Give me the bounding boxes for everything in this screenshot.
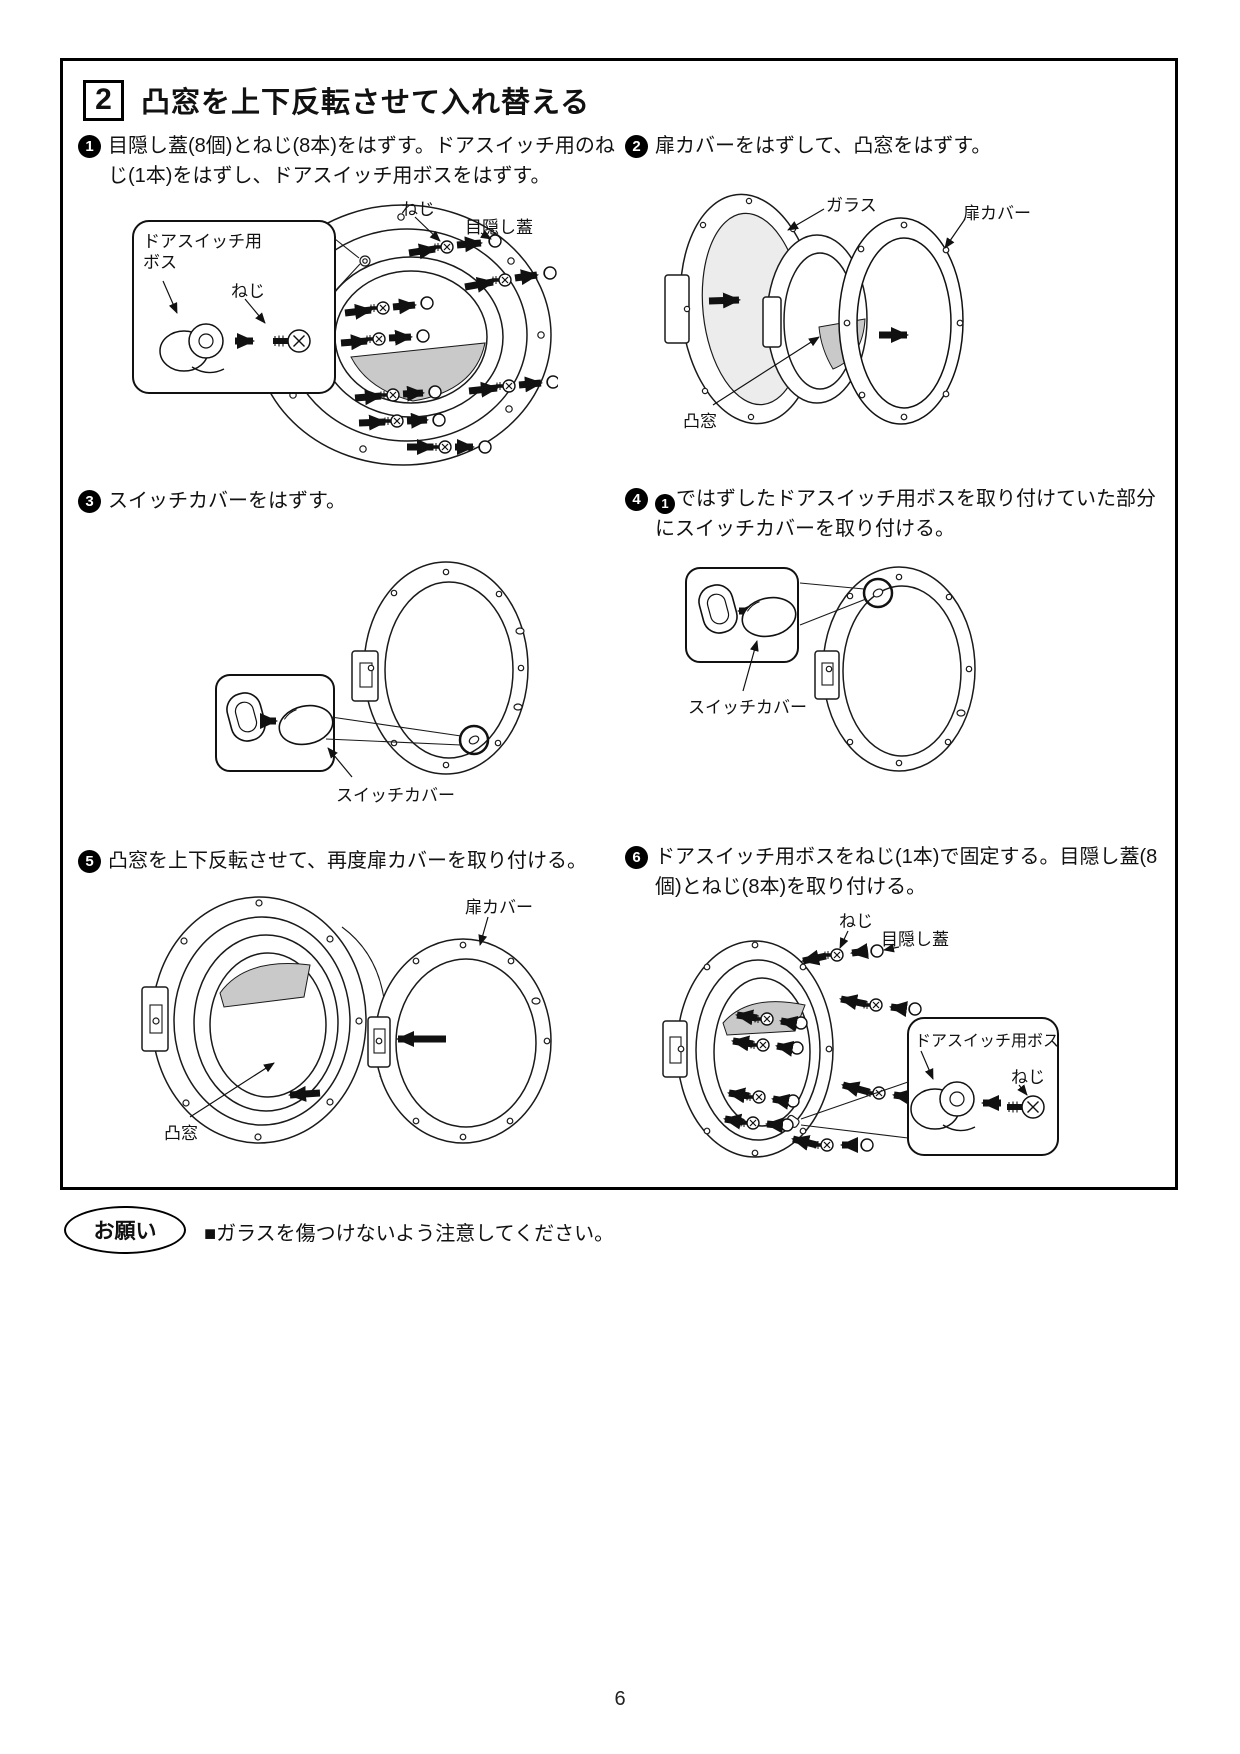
step-6-text: ドアスイッチ用ボスをねじ(1本)で固定する。目隠し蓋(8個)とねじ(8本)を取り…	[655, 846, 1158, 898]
switch-cover-inset-box	[685, 567, 801, 663]
window-flip-illustration	[141, 896, 552, 1144]
label-screw-inset: ねじ	[1011, 1068, 1045, 1087]
step-2-text: 扉カバーをはずして、凸窓をはずす。	[655, 135, 992, 157]
door-cover-ring	[367, 938, 552, 1144]
step-1: 1 目隠し蓋(8個)とねじ(8本)をはずす。ドアスイッチ用のねじ(1本)をはずし…	[78, 131, 615, 191]
door-cover-removal-illustration	[664, 193, 966, 425]
label-door-cover: 扉カバー	[465, 898, 533, 917]
note-text: ■ガラスを傷つけないよう注意してください。	[204, 1223, 615, 1245]
door-cover-ring	[814, 566, 976, 772]
label-switch-cover: スイッチカバー	[336, 786, 455, 805]
boss-inset-box	[907, 1017, 1059, 1156]
step-6: 6 ドアスイッチ用ボスをねじ(1本)で固定する。目隠し蓋(8個)とねじ(8本)を…	[625, 842, 1170, 902]
switch-cover-location-circle	[862, 577, 894, 609]
instruction-section-box: 2 凸窓を上下反転させて入れ替える 1 目隠し蓋(8個)とねじ(8本)をはずす。…	[60, 58, 1178, 1190]
door-cover-ring	[838, 217, 964, 425]
label-screw-top: ねじ	[401, 200, 435, 219]
label-screw-inset: ねじ	[231, 282, 265, 301]
step2-diagram: ガラス 扉カバー 凸窓	[621, 185, 1081, 455]
label-blind-cap: 目隠し蓋	[465, 218, 533, 237]
label-glass: ガラス	[826, 196, 877, 215]
step-5: 5 凸窓を上下反転させて、再度扉カバーを取り付ける。	[78, 846, 618, 876]
step-2: 2 扉カバーをはずして、凸窓をはずす。	[625, 131, 1170, 161]
switch-cover-install-illustration	[685, 566, 976, 772]
page-number: 6	[614, 1688, 626, 1710]
screw-install-arrows	[723, 943, 925, 1153]
switch-cover-inset-box	[215, 674, 338, 772]
label-door-switch-boss: ドアスイッチ用ボス	[915, 1033, 1060, 1050]
note-badge: お願い	[64, 1206, 186, 1254]
door-body-with-window	[141, 896, 367, 1144]
step-3-marker: 3	[78, 490, 101, 513]
step-1-marker: 1	[78, 135, 101, 158]
step-3: 3 スイッチカバーをはずす。	[78, 486, 615, 516]
label-switch-cover: スイッチカバー	[688, 698, 807, 717]
door-ring-removal-illustration	[132, 204, 558, 466]
step-4-marker: 4	[625, 488, 648, 511]
boss-inset-box	[132, 220, 361, 394]
door-cover-ring	[351, 561, 529, 775]
step-3-text: スイッチカバーをはずす。	[108, 490, 346, 512]
step-4-ref-marker: 1	[655, 494, 675, 514]
reassembly-illustration	[662, 930, 1059, 1158]
step-5-text: 凸窓を上下反転させて、再度扉カバーを取り付ける。	[108, 850, 587, 872]
switch-cover-removal-illustration	[215, 561, 529, 778]
label-screw-top: ねじ	[839, 912, 873, 931]
section-title: 凸窓を上下反転させて入れ替える	[141, 87, 591, 119]
screw-removal-arrows	[340, 234, 558, 455]
step-6-marker: 6	[625, 846, 648, 869]
step5-diagram: 扉カバー 凸窓	[128, 881, 588, 1156]
label-door-cover: 扉カバー	[963, 204, 1031, 223]
step6-diagram: ねじ 目隠し蓋 ドアスイッチ用ボス ねじ	[615, 905, 1160, 1167]
step-5-marker: 5	[78, 850, 101, 873]
switch-cover-location-circle	[458, 724, 490, 756]
step-1-text: 目隠し蓋(8個)とねじ(8本)をはずす。ドアスイッチ用のねじ(1本)をはずし、ド…	[108, 135, 615, 187]
section-header: 2 凸窓を上下反転させて入れ替える	[83, 79, 590, 121]
label-convex-window: 凸窓	[164, 1124, 198, 1143]
label-blind-cap: 目隠し蓋	[881, 930, 949, 949]
label-door-switch-boss: ドアスイッチ用ボス	[143, 232, 262, 272]
step1-diagram: ドアスイッチ用ボス ねじ ねじ 目隠し蓋	[113, 195, 558, 473]
step3-diagram: スイッチカバー	[168, 541, 578, 811]
section-number: 2	[83, 79, 124, 121]
step4-diagram: スイッチカバー	[643, 555, 1143, 807]
step-2-marker: 2	[625, 135, 648, 158]
label-convex-window: 凸窓	[683, 412, 717, 431]
